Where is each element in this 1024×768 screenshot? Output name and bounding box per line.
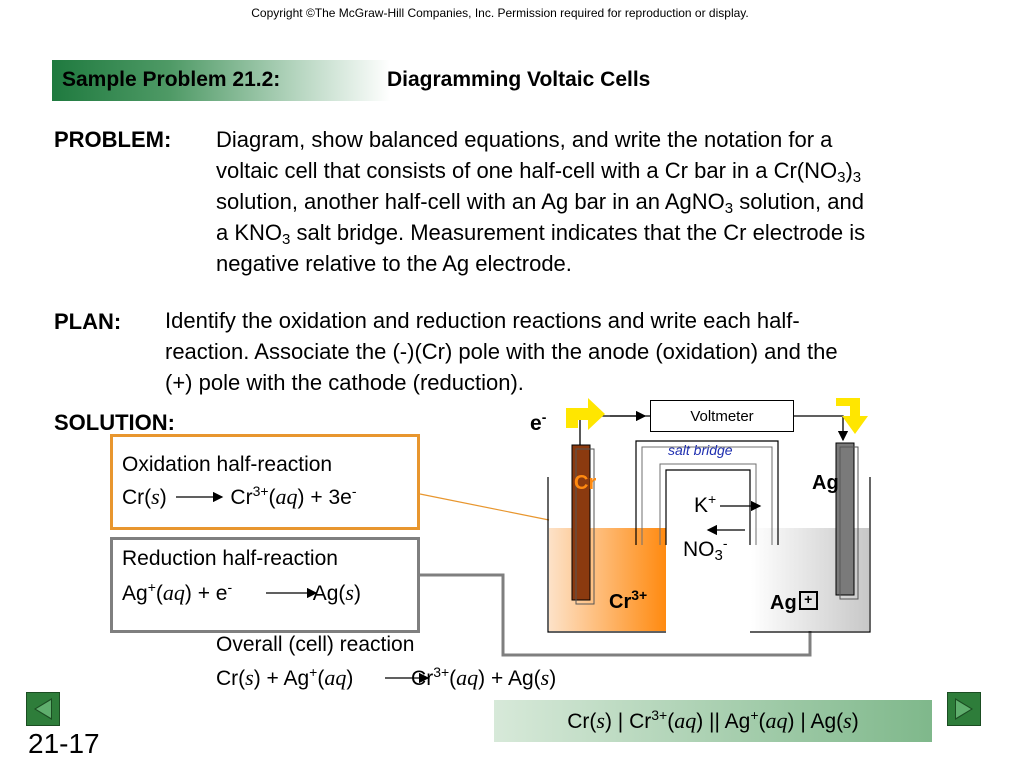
problem-topic-title: Diagramming Voltaic Cells xyxy=(387,68,651,91)
reduction-box xyxy=(110,537,420,633)
cell-notation: Cr(s) | Cr3+(aq) || Ag+(aq) | Ag(s) xyxy=(494,700,932,742)
plan-label: PLAN: xyxy=(54,309,122,334)
right-beaker xyxy=(750,477,871,633)
oxidation-heading: Oxidation half-reaction xyxy=(122,453,333,476)
problem-label: PROBLEM: xyxy=(54,127,172,152)
cr-solution xyxy=(549,528,666,631)
triangle-right-icon xyxy=(955,698,973,720)
previous-slide-button[interactable] xyxy=(26,692,60,726)
no3-ion-label: NO3- xyxy=(683,535,728,564)
plan-text: Identify the oxidation and reduction rea… xyxy=(165,308,838,395)
oxidation-box xyxy=(110,434,420,530)
slide-number: 21-17 xyxy=(28,728,100,759)
oxidation-connector xyxy=(419,493,550,521)
sample-problem-title: Sample Problem 21.2: xyxy=(62,68,281,91)
electron-label: e- xyxy=(530,409,547,435)
overall-heading: Overall (cell) reaction xyxy=(216,633,415,656)
solution-label: SOLUTION: xyxy=(54,410,175,435)
ag-ion-label: Ag+ xyxy=(770,591,818,615)
oxidation-equation: Cr(s) Cr3+(aq) + 3e- xyxy=(122,483,357,509)
next-slide-button[interactable] xyxy=(947,692,981,726)
reduction-connector xyxy=(420,573,812,657)
electron-in-arrow xyxy=(836,398,868,434)
problem-text: Diagram, show balanced equations, and wr… xyxy=(216,127,866,276)
voltmeter: Voltmeter xyxy=(650,400,794,432)
copyright-notice: Copyright ©The McGraw-Hill Companies, In… xyxy=(251,6,749,20)
cr-electrode-label: Cr xyxy=(574,472,597,494)
triangle-left-icon xyxy=(34,698,52,720)
cr-ion-label: Cr3+ xyxy=(609,587,648,613)
overall-equation: Cr(s) + Ag+(aq) Cr3+(aq) + Ag(s) xyxy=(216,664,557,690)
electron-out-arrow xyxy=(566,398,605,430)
ag-electrode-label: Ag xyxy=(812,472,839,494)
external-wire-right xyxy=(794,415,849,442)
salt-bridge-outer xyxy=(635,440,779,545)
salt-bridge-label: salt bridge xyxy=(668,442,733,458)
title-bar xyxy=(52,60,390,101)
ag-electrode xyxy=(835,442,855,596)
left-beaker xyxy=(547,477,666,633)
reduction-equation: Ag+(aq) + e- Ag(s) xyxy=(122,579,361,605)
cr-electrode xyxy=(571,444,591,601)
k-ion-label: K+ xyxy=(694,491,717,517)
reduction-heading: Reduction half-reaction xyxy=(122,547,338,570)
